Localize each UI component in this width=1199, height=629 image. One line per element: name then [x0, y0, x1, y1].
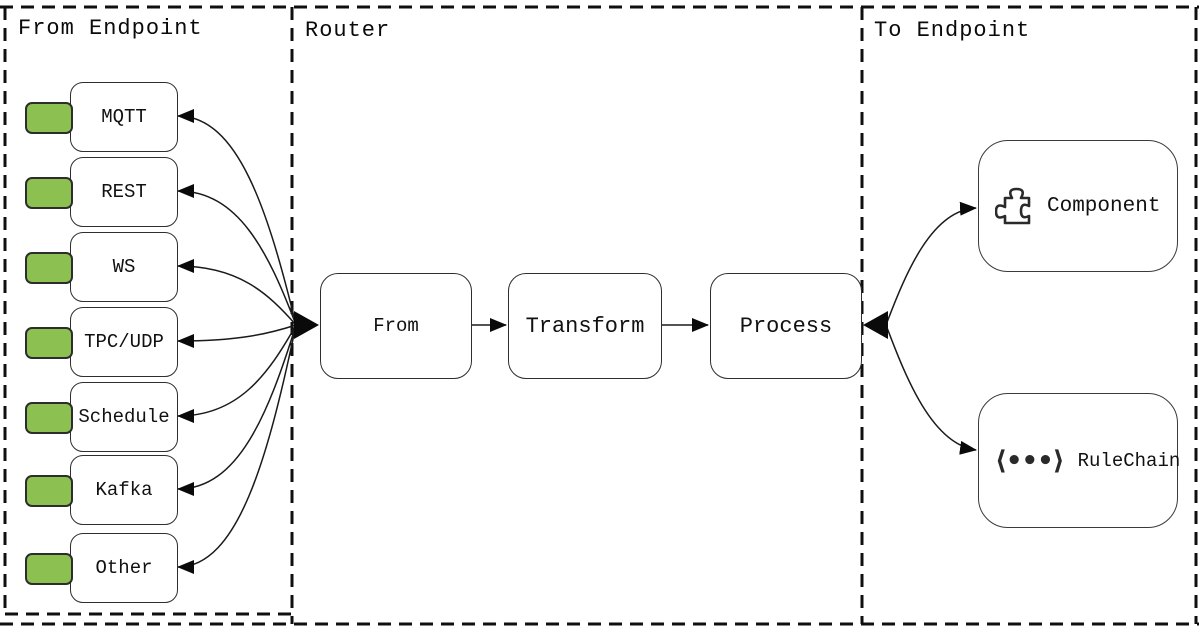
node-label: Component	[1047, 194, 1161, 218]
endpoint-badge-icon	[25, 402, 73, 434]
node-label: Other	[95, 557, 153, 579]
endpoint-badge-icon	[25, 102, 73, 134]
node-transform: Transform	[508, 273, 662, 379]
panel-title-to-endpoint: To Endpoint	[874, 18, 1031, 43]
endpoint-badge-icon	[25, 327, 73, 359]
panel-title-from-endpoint: From Endpoint	[18, 16, 203, 41]
node-rest: REST	[70, 157, 178, 227]
node-other: Other	[70, 533, 178, 603]
node-ws: WS	[70, 232, 178, 302]
node-from: From	[320, 273, 472, 379]
panel-borders	[0, 5, 1199, 626]
node-label: MQTT	[101, 106, 147, 128]
rulechain-icon: ⟨•••⟩	[995, 445, 1065, 476]
node-mqtt: MQTT	[70, 82, 178, 152]
endpoint-badge-icon	[25, 252, 73, 284]
puzzle-icon	[995, 186, 1033, 226]
panel-title-router: Router	[305, 18, 391, 43]
node-kafka: Kafka	[70, 455, 178, 525]
node-label: RuleChain	[1077, 449, 1181, 472]
node-label: Process	[739, 313, 833, 339]
node-label: Schedule	[78, 406, 170, 428]
node-label: REST	[101, 181, 147, 203]
node-label: WS	[112, 256, 136, 278]
node-label: TPC/UDP	[84, 331, 164, 353]
node-label: Kafka	[95, 479, 153, 501]
endpoint-badge-icon	[25, 177, 73, 209]
from-endpoint-arrows	[177, 109, 297, 574]
node-rulechain: ⟨•••⟩ RuleChain	[978, 393, 1181, 528]
node-process: Process	[710, 273, 862, 379]
into-from-arrowhead	[294, 311, 319, 339]
node-tpc-udp: TPC/UDP	[70, 307, 178, 377]
endpoint-badge-icon	[25, 475, 73, 507]
node-label: From	[373, 315, 419, 337]
node-component: Component	[978, 140, 1178, 272]
node-schedule: Schedule	[70, 382, 178, 452]
into-process-arrowhead	[863, 311, 888, 339]
node-label: Transform	[525, 313, 645, 339]
to-endpoint-arrows	[885, 201, 977, 455]
endpoint-badge-icon	[25, 553, 73, 585]
